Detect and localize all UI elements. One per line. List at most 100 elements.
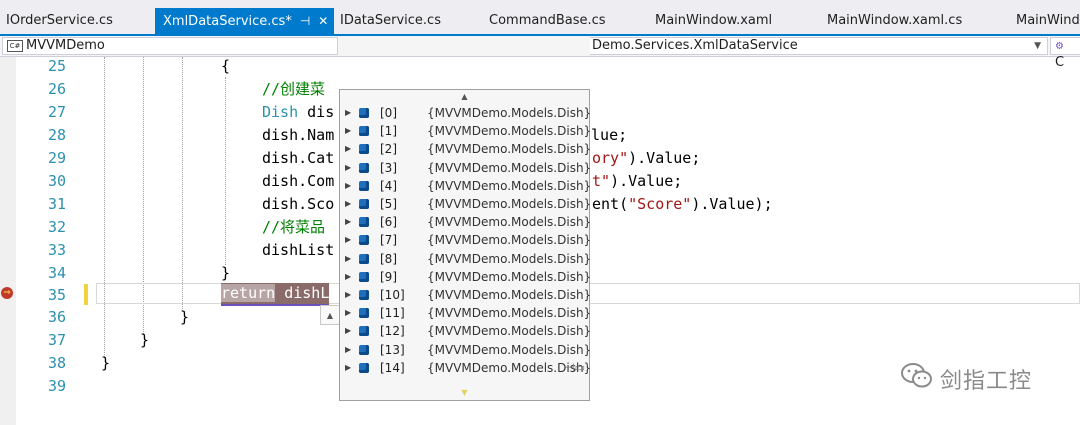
tab-mainwindow-xaml-cs[interactable]: MainWindow.xaml.cs — [827, 8, 962, 34]
tab-xmldataservice[interactable]: XmlDataService.cs*⊣✕ — [155, 8, 335, 34]
expand-arrow-icon[interactable]: ▶ — [345, 290, 352, 299]
datatip-item-value: {MVVMDemo.Models.Dish} — [427, 342, 592, 357]
datatip-item[interactable]: ▶[6]{MVVMDemo.Models.Dish} — [340, 213, 591, 231]
datatip-item-name: [4] — [380, 178, 397, 193]
object-cube-icon — [359, 326, 369, 337]
expand-arrow-icon[interactable]: ▶ — [345, 344, 352, 354]
tab-label: IDataService.cs — [340, 13, 441, 28]
expand-arrow-icon[interactable]: ▶ — [345, 326, 352, 336]
debugger-datatip[interactable]: ▲ ▶[0]{MVVMDemo.Models.Dish}▶[1]{MVVMDem… — [339, 89, 592, 401]
type-scope-text: Demo.Services.XmlDataService — [592, 38, 798, 53]
code-line: 33 dishList — [0, 239, 1080, 262]
indent-guide — [104, 57, 105, 357]
datatip-item-name: [13] — [380, 342, 405, 357]
datatip-item[interactable]: ▶[4]{MVVMDemo.Models.Dish} — [340, 177, 591, 195]
code-type: Dish — [262, 103, 299, 121]
code-editor[interactable]: ⇒ 25 { 26 //创建菜 27 Dish dis 28 dish.Nam … — [0, 57, 1080, 425]
datatip-item-value: {MVVMDemo.Models.Dish} — [427, 269, 592, 284]
expand-arrow-icon[interactable]: ▶ — [345, 308, 352, 318]
tab-mainwindow-xaml[interactable]: MainWindow.xaml — [655, 8, 772, 34]
project-dropdown[interactable]: C#MVVMDemo — [2, 37, 338, 55]
code-text: dis — [298, 103, 335, 121]
member-dropdown[interactable]: ⚙ C — [1050, 37, 1080, 70]
object-cube-icon — [359, 180, 369, 191]
datatip-item-value: {MVVMDemo.Models.Dish} — [427, 288, 592, 302]
expand-arrow-icon[interactable]: ▶ — [345, 271, 352, 281]
code-text: dish.Sco — [262, 195, 335, 213]
datatip-item-value: {MVVMDemo.Models.Dish} — [427, 251, 592, 266]
code-comment: //创建菜 — [262, 80, 326, 98]
expand-arrow-icon[interactable]: ▶ — [345, 253, 352, 263]
tab-iorderservice[interactable]: IOrderService.cs — [6, 8, 113, 34]
datatip-item[interactable]: ▶[7]{MVVMDemo.Models.Dish} — [340, 231, 591, 249]
object-cube-icon — [359, 271, 369, 282]
code-string: ory" — [592, 149, 629, 167]
datatip-item[interactable]: ▶[11]{MVVMDemo.Models.Dish} — [340, 304, 591, 322]
expand-arrow-icon[interactable]: ▶ — [345, 108, 352, 117]
datatip-item[interactable]: ▶[14]{MVVMDemo.Models.Dish}⊣▭ — [340, 359, 592, 377]
member-text: C — [1055, 55, 1065, 70]
line-number: 29 — [47, 149, 66, 167]
datatip-item-value: {MVVMDemo.Models.Dish} — [427, 124, 592, 139]
datatip-item[interactable]: ▶[2]{MVVMDemo.Models.Dish} — [340, 140, 591, 158]
indent-guide — [143, 57, 144, 334]
document-tab-strip: IOrderService.cs XmlDataService.cs*⊣✕ ID… — [0, 0, 1080, 34]
datatip-item[interactable]: ▶[9]{MVVMDemo.Models.Dish} — [340, 268, 592, 286]
expand-arrow-icon[interactable]: ▶ — [345, 217, 352, 227]
pin-icon[interactable]: ⊣▭ — [565, 360, 585, 374]
expand-arrow-icon[interactable]: ▶ — [345, 180, 352, 190]
code-line: 28 dish.Nam alue; — [0, 124, 1080, 147]
datatip-item[interactable]: ▶[12]{MVVMDemo.Models.Dish} — [340, 322, 591, 340]
datatip-item-name: [11] — [380, 306, 405, 321]
expand-arrow-icon[interactable]: ▶ — [345, 362, 352, 372]
tab-label: MainWindow.xaml.cs — [827, 13, 963, 28]
expand-arrow-icon[interactable]: ▶ — [345, 126, 352, 136]
code-line: 36 } — [0, 306, 1080, 329]
code-line: 34 } — [0, 262, 1080, 285]
current-statement-highlight[interactable]: return dishL — [221, 283, 330, 306]
tab-accent-line — [0, 34, 1080, 36]
datatip-item-value: {MVVMDemo.Models.Dish} — [427, 106, 592, 120]
object-cube-icon — [359, 253, 369, 264]
datatip-item-value: {MVVMDemo.Models.Dish} — [427, 360, 592, 375]
line-number: 30 — [47, 172, 66, 190]
datatip-item-value: {MVVMDemo.Models.Dish} — [427, 197, 592, 211]
code-text: ent( — [592, 195, 629, 213]
line-number: 37 — [47, 331, 66, 349]
code-text: } — [221, 264, 231, 282]
tab-commandbase[interactable]: CommandBase.cs — [489, 8, 606, 34]
datatip-item[interactable]: ▶[5]{MVVMDemo.Models.Dish} — [340, 195, 592, 213]
scroll-up-icon[interactable]: ▲ — [461, 92, 468, 101]
type-dropdown[interactable]: Demo.Services.XmlDataService ▼ — [590, 37, 1048, 55]
line-number: 26 — [47, 80, 66, 98]
datatip-item[interactable]: ▶[10]{MVVMDemo.Models.Dish} — [340, 286, 592, 304]
pin-tab-icon[interactable]: ⊣ — [299, 14, 311, 28]
object-cube-icon — [359, 217, 369, 228]
datatip-item[interactable]: ▶ [13] {MVVMDemo.Models.Dish} — [340, 341, 592, 359]
expand-arrow-icon[interactable]: ▶ — [345, 199, 352, 208]
expand-arrow-icon[interactable]: ▶ — [345, 162, 352, 172]
tab-label: IOrderService.cs — [6, 13, 113, 28]
close-tab-icon[interactable]: ✕ — [318, 14, 329, 28]
expand-arrow-icon[interactable]: ▶ — [345, 144, 352, 154]
code-text: ).Value); — [691, 195, 773, 213]
datatip-expander-icon[interactable]: ▲ — [320, 305, 340, 325]
breakpoint-current-statement-icon[interactable]: ⇒ — [1, 287, 13, 299]
member-icon: ⚙ — [1055, 41, 1064, 52]
expand-arrow-icon[interactable]: ▶ — [345, 235, 352, 245]
indicator-margin[interactable] — [0, 57, 16, 425]
line-number: 33 — [47, 241, 66, 259]
scroll-down-icon[interactable]: ▼ — [461, 388, 468, 397]
datatip-item[interactable]: ▶[0]{MVVMDemo.Models.Dish} — [340, 104, 592, 122]
csharp-project-icon: C# — [7, 39, 23, 52]
code-line: 29 dish.Cat ory").Value; — [0, 147, 1080, 170]
datatip-item[interactable]: ▶[1]{MVVMDemo.Models.Dish} — [340, 122, 592, 140]
datatip-item[interactable]: ▶[8]{MVVMDemo.Models.Dish} — [340, 250, 592, 268]
datatip-item-name: [2] — [380, 142, 397, 157]
line-number: 28 — [47, 126, 66, 144]
tab-idataservice[interactable]: IDataService.cs — [340, 8, 441, 34]
datatip-item[interactable]: ▶[3]{MVVMDemo.Models.Dish} — [340, 159, 591, 177]
object-cube-icon — [359, 344, 369, 355]
tab-mainwind-overflow[interactable]: MainWind — [1016, 8, 1080, 34]
code-line: 27 Dish dis — [0, 101, 1080, 124]
